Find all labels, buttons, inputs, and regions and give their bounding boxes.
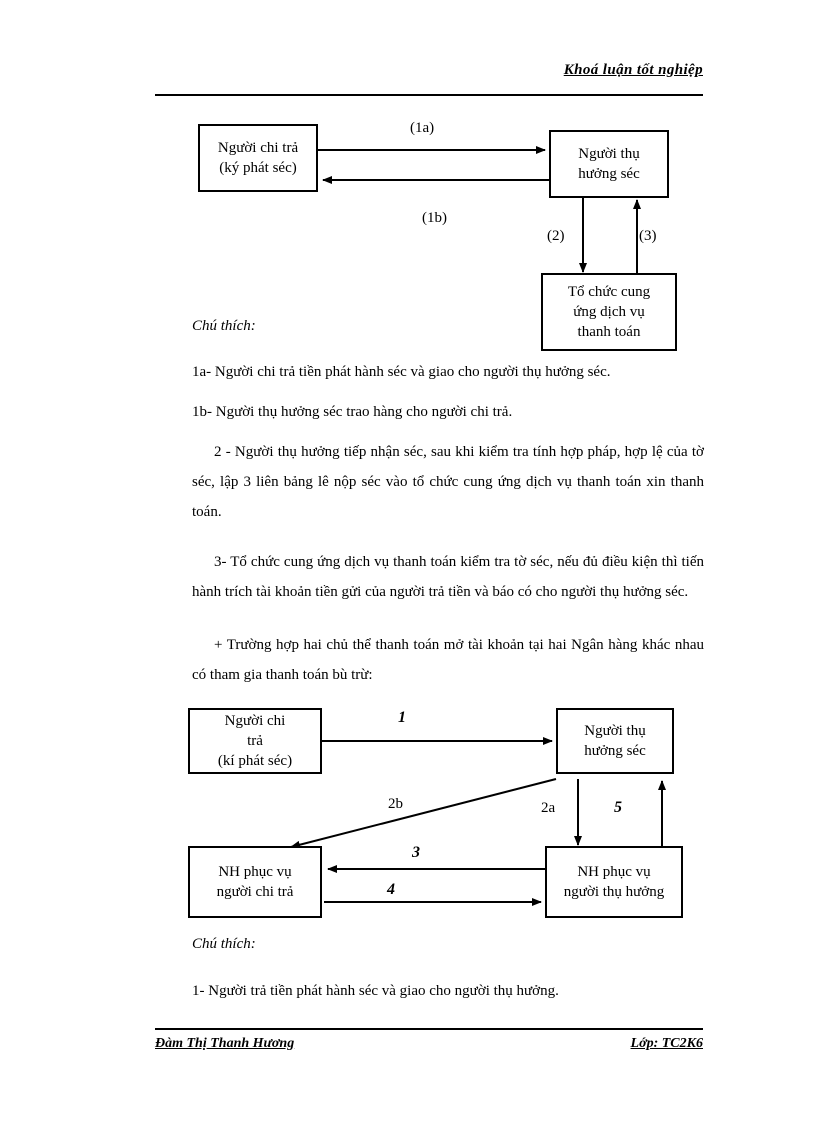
notes1-item-4: + Trường hợp hai chủ thể thanh toán mở t… bbox=[192, 637, 704, 683]
node-payee: Người thụ hưởng séc bbox=[549, 130, 669, 198]
node2-payee-line2: hưởng séc bbox=[584, 743, 646, 759]
label-3: (3) bbox=[639, 228, 657, 244]
page-header: Khoá luận tốt nghiệp bbox=[155, 62, 703, 79]
label2-5: 5 bbox=[614, 799, 622, 816]
label-1b: (1b) bbox=[422, 210, 447, 226]
notes1-item-2: 2 - Người thụ hưởng tiếp nhận séc, sau k… bbox=[192, 444, 704, 520]
node-payer-line2: (ký phát séc) bbox=[219, 160, 297, 176]
page-footer: Đàm Thị Thanh Hương Lớp: TC2K6 bbox=[155, 1036, 703, 1052]
node-payee-line2: hưởng séc bbox=[578, 166, 640, 182]
notes1-item-3: 3- Tổ chức cung ứng dịch vụ thanh toán k… bbox=[192, 554, 704, 600]
node-payment-org-line3: thanh toán bbox=[577, 324, 641, 341]
label2-2a: 2a bbox=[541, 800, 556, 816]
node-payment-org-line2: ứng dịch vụ bbox=[573, 303, 645, 320]
node-payer: Người chi trả (ký phát séc) bbox=[198, 124, 318, 192]
node2-payer-line3: (kí phát séc) bbox=[217, 753, 293, 770]
footer-author: Đàm Thị Thanh Hương bbox=[155, 1036, 295, 1051]
node2-payer-bank-line2: người chi trả bbox=[216, 884, 294, 900]
notes1-title: Chú thích: bbox=[192, 318, 256, 334]
notes1-item-1b: 1b- Người thụ hưởng séc trao hàng cho ng… bbox=[192, 404, 513, 420]
footer-class: Lớp: TC2K6 bbox=[630, 1036, 703, 1051]
node2-payer-bank: NH phục vụ người chi trả bbox=[188, 846, 322, 918]
node-payer-line1: Người chi trả bbox=[217, 139, 299, 156]
label2-2b: 2b bbox=[388, 796, 403, 812]
label2-1: 1 bbox=[398, 709, 406, 726]
notes2-item-1: 1- Người trả tiền phát hành séc và giao … bbox=[192, 983, 559, 999]
node2-payer-bank-line1: NH phục vụ bbox=[218, 863, 292, 880]
node2-payee-bank-line2: người thụ hưởng bbox=[563, 884, 665, 900]
header-divider bbox=[155, 94, 703, 96]
label-1a: (1a) bbox=[410, 120, 435, 136]
node-payee-line1: Người thụ bbox=[578, 145, 640, 162]
node2-payer-line1: Người chi bbox=[224, 712, 286, 729]
label-2: (2) bbox=[547, 228, 565, 244]
node-payment-org-line1: Tổ chức cung bbox=[567, 283, 651, 300]
notes1-item-1a: 1a- Người chi trả tiền phát hành séc và … bbox=[192, 364, 611, 380]
notes2-title: Chú thích: bbox=[192, 936, 256, 952]
node2-payer-line2: trả bbox=[247, 732, 263, 749]
node2-payee-bank-line1: NH phục vụ bbox=[577, 863, 651, 880]
footer-divider bbox=[155, 1028, 703, 1030]
node2-payee-line1: Người thụ bbox=[584, 722, 646, 739]
node-payment-org: Tổ chức cung ứng dịch vụ thanh toán bbox=[541, 273, 677, 351]
label2-4: 4 bbox=[387, 881, 395, 898]
label2-3: 3 bbox=[412, 844, 420, 861]
header-title: Khoá luận tốt nghiệp bbox=[563, 62, 703, 78]
node2-payer: Người chi trả (kí phát séc) bbox=[188, 708, 322, 774]
node2-payee: Người thụ hưởng séc bbox=[556, 708, 674, 774]
node2-payee-bank: NH phục vụ người thụ hưởng bbox=[545, 846, 683, 918]
